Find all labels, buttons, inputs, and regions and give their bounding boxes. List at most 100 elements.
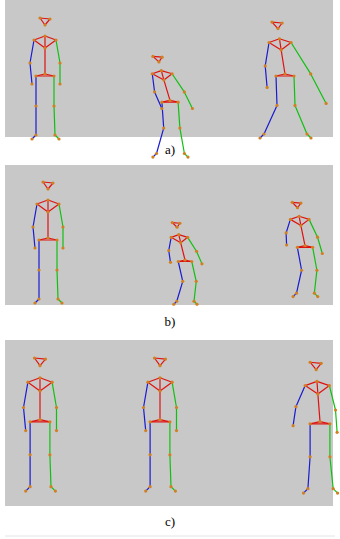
bone-line xyxy=(172,74,184,92)
joint-dot xyxy=(177,233,180,236)
joint-dot xyxy=(328,422,331,425)
bone-line xyxy=(40,378,52,382)
bone-line xyxy=(155,358,166,359)
bone-line xyxy=(150,421,170,422)
joint-dot xyxy=(174,490,177,493)
bone-line xyxy=(53,76,54,106)
joint-dot xyxy=(309,72,312,75)
joint-dot xyxy=(52,104,55,107)
joint-dot xyxy=(332,487,335,490)
joint-dot xyxy=(51,181,54,184)
skeleton-group xyxy=(22,16,339,494)
joint-dot xyxy=(292,424,295,427)
bone-line xyxy=(35,106,36,135)
joint-dot xyxy=(30,82,33,85)
joint-dot xyxy=(321,252,324,255)
page-rule xyxy=(5,536,335,537)
joint-dot xyxy=(315,269,318,272)
bone-line xyxy=(192,262,197,282)
bone-line xyxy=(33,204,37,227)
bone-line xyxy=(59,204,63,227)
bone-line xyxy=(295,105,307,134)
joint-dot xyxy=(192,300,195,303)
bone-line xyxy=(311,74,326,104)
joint-dot xyxy=(262,132,265,135)
joint-dot xyxy=(26,381,29,384)
joint-dot xyxy=(293,104,296,107)
bone-line xyxy=(45,40,56,48)
joint-dot xyxy=(33,246,36,249)
joint-dot xyxy=(34,74,37,77)
joint-dot xyxy=(48,17,51,20)
joint-dot xyxy=(151,156,154,159)
joint-dot xyxy=(309,136,312,139)
joint-dot xyxy=(191,107,194,110)
joint-dot xyxy=(160,107,163,110)
joint-dot xyxy=(160,69,163,72)
joint-dot xyxy=(151,55,154,58)
joint-dot xyxy=(34,104,37,107)
bone-line xyxy=(24,382,28,407)
bone-line xyxy=(301,226,305,246)
joint-dot xyxy=(38,364,41,367)
joint-dot xyxy=(142,406,145,409)
joint-dot xyxy=(170,236,173,239)
joint-dot xyxy=(175,406,178,409)
joint-dot xyxy=(35,202,38,205)
bone-line xyxy=(38,240,39,270)
joint-dot xyxy=(313,292,316,295)
bone-line xyxy=(160,378,172,382)
joint-dot xyxy=(298,215,301,218)
bone-line xyxy=(39,391,40,420)
joint-dot xyxy=(175,429,178,432)
bone-line xyxy=(144,408,146,431)
joint-dot xyxy=(181,280,184,283)
bone-line xyxy=(314,270,317,293)
joint-dot xyxy=(158,376,161,379)
bone-line xyxy=(24,408,26,431)
joint-dot xyxy=(158,418,161,421)
joint-dot xyxy=(33,356,36,359)
joint-dot xyxy=(153,356,156,359)
joint-dot xyxy=(61,246,64,249)
joint-dot xyxy=(169,261,172,264)
bone-line xyxy=(38,270,39,299)
joint-dot xyxy=(37,238,40,241)
skeleton-figure xyxy=(292,361,340,495)
joint-dot xyxy=(183,152,186,155)
joint-dot xyxy=(144,490,147,493)
joint-dot xyxy=(54,490,57,493)
joint-dot xyxy=(306,487,309,490)
joint-dot xyxy=(170,72,173,75)
joint-dot xyxy=(38,376,41,379)
bone-line xyxy=(62,227,63,248)
joint-dot xyxy=(32,38,35,41)
bone-line xyxy=(30,421,50,422)
bone-line xyxy=(159,378,160,391)
joint-dot xyxy=(316,295,319,298)
bone-line xyxy=(317,381,329,385)
bone-line xyxy=(264,105,277,134)
bone-line xyxy=(57,270,58,299)
bone-line xyxy=(49,422,50,455)
joint-dot xyxy=(289,41,292,44)
bone-line xyxy=(336,410,338,432)
joint-dot xyxy=(22,406,25,409)
bone-line xyxy=(169,422,170,455)
skeleton-figure xyxy=(28,16,61,140)
bone-line xyxy=(56,408,57,431)
joint-dot xyxy=(149,420,152,423)
joint-dot xyxy=(325,102,328,105)
bone-line xyxy=(169,237,171,250)
joint-dot xyxy=(61,225,64,228)
joint-dot xyxy=(164,358,167,361)
bone-line xyxy=(152,74,164,80)
joint-dot xyxy=(172,303,175,306)
joint-dot xyxy=(46,236,49,239)
joint-dot xyxy=(336,431,339,434)
bone-line xyxy=(310,423,330,424)
bone-line xyxy=(285,233,287,245)
joint-dot xyxy=(302,492,305,495)
joint-dot xyxy=(29,453,32,456)
joint-dot xyxy=(54,38,57,41)
